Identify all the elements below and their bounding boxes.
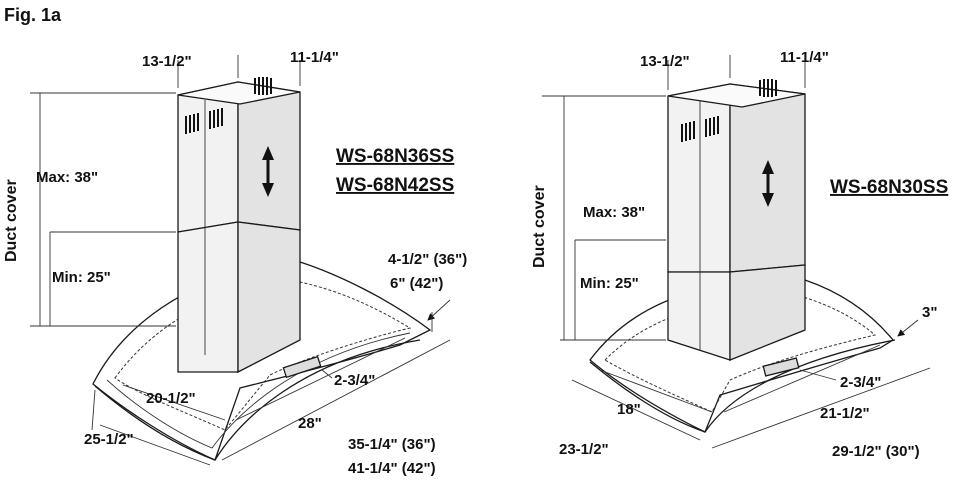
left-width-42: 41-1/4" (42") — [348, 460, 436, 477]
left-chimney-lower-side — [237, 221, 301, 374]
left-chimney-upper-front — [177, 81, 239, 233]
left-max-label: Max: 38" — [36, 169, 98, 186]
right-vent-slots-top — [759, 79, 777, 97]
right-width-dim — [711, 367, 931, 449]
left-chimney-lower-front — [177, 221, 239, 373]
left-chimney-top — [177, 81, 301, 105]
right-vent-slots-front — [681, 116, 719, 142]
right-chimney-lower-front — [667, 271, 731, 361]
right-side-depth: 23-1/2" — [559, 441, 609, 458]
right-hood-drawing: Duct cover Max: 38" Min: 25" 13-1/2" 11-… — [531, 49, 948, 460]
left-glass-rise-36: 4-1/2" (36") — [388, 251, 467, 268]
right-inner-width-dim — [599, 369, 713, 413]
left-top-depth-label: 11-1/4" — [290, 49, 339, 66]
right-inner-width: 18" — [617, 401, 641, 418]
right-max-label: Max: 38" — [583, 204, 645, 221]
left-side-dim — [99, 424, 211, 466]
right-chimney-lower-side — [729, 264, 806, 361]
right-width-30: 29-1/2" (30") — [832, 443, 920, 460]
right-inner-footprint — [604, 295, 877, 413]
right-top-width-label: 13-1/2" — [640, 53, 690, 70]
figure-label: Fig. 1a — [4, 5, 62, 25]
left-inner-width-dim — [122, 384, 226, 421]
left-inner-width: 20-1/2" — [146, 390, 196, 407]
left-top-width-label: 13-1/2" — [142, 53, 192, 70]
left-duct-cover-label: Duct cover — [3, 179, 20, 262]
right-side-dim — [571, 379, 701, 441]
left-height-adjust-arrow — [262, 146, 274, 197]
left-side-depth: 25-1/2" — [84, 431, 134, 448]
left-inner-depth: 28" — [298, 415, 322, 432]
right-inner-depth-dim — [723, 344, 881, 413]
right-control-offset: 2-3/4" — [840, 374, 881, 391]
left-inner-depth-dim — [235, 337, 406, 421]
right-height-adjust-arrow — [762, 160, 774, 207]
left-control-offset: 2-3/4" — [334, 372, 375, 389]
left-width-36: 35-1/4" (36") — [348, 436, 436, 453]
right-chimney-top — [667, 83, 806, 108]
left-vent-slots-top — [254, 77, 272, 95]
right-glass-rise-leader — [897, 319, 919, 337]
right-top-depth-label: 11-1/4" — [780, 49, 829, 66]
left-control-leader — [321, 369, 333, 379]
left-model-2: WS-68N42SS — [336, 175, 454, 196]
right-duct-cover-label: Duct cover — [531, 185, 548, 268]
left-glass-rise-leader — [427, 299, 451, 321]
right-glass-front — [589, 339, 896, 433]
left-min-label: Min: 25" — [52, 269, 111, 286]
left-vent-slots-front — [185, 108, 223, 134]
left-glass-rise-42: 6" (42") — [390, 275, 443, 292]
right-control-panel — [762, 357, 800, 377]
right-model: WS-68N30SS — [830, 177, 948, 198]
right-chimney-upper-front — [667, 83, 731, 273]
right-glass-rise: 3" — [922, 304, 937, 321]
right-control-leader — [799, 369, 837, 381]
right-inner-depth: 21-1/2" — [820, 405, 870, 422]
left-control-panel — [282, 355, 322, 379]
left-side-ext — [91, 389, 96, 431]
left-glass-front — [94, 339, 421, 461]
left-hood-drawing: Duct cover Max: 38" Min: 25" 13-1/2" 11-… — [3, 49, 467, 477]
left-model-1: WS-68N36SS — [336, 146, 454, 167]
right-min-label: Min: 25" — [580, 275, 639, 292]
left-glass-inner — [106, 332, 411, 449]
left-width-dim — [221, 339, 451, 461]
